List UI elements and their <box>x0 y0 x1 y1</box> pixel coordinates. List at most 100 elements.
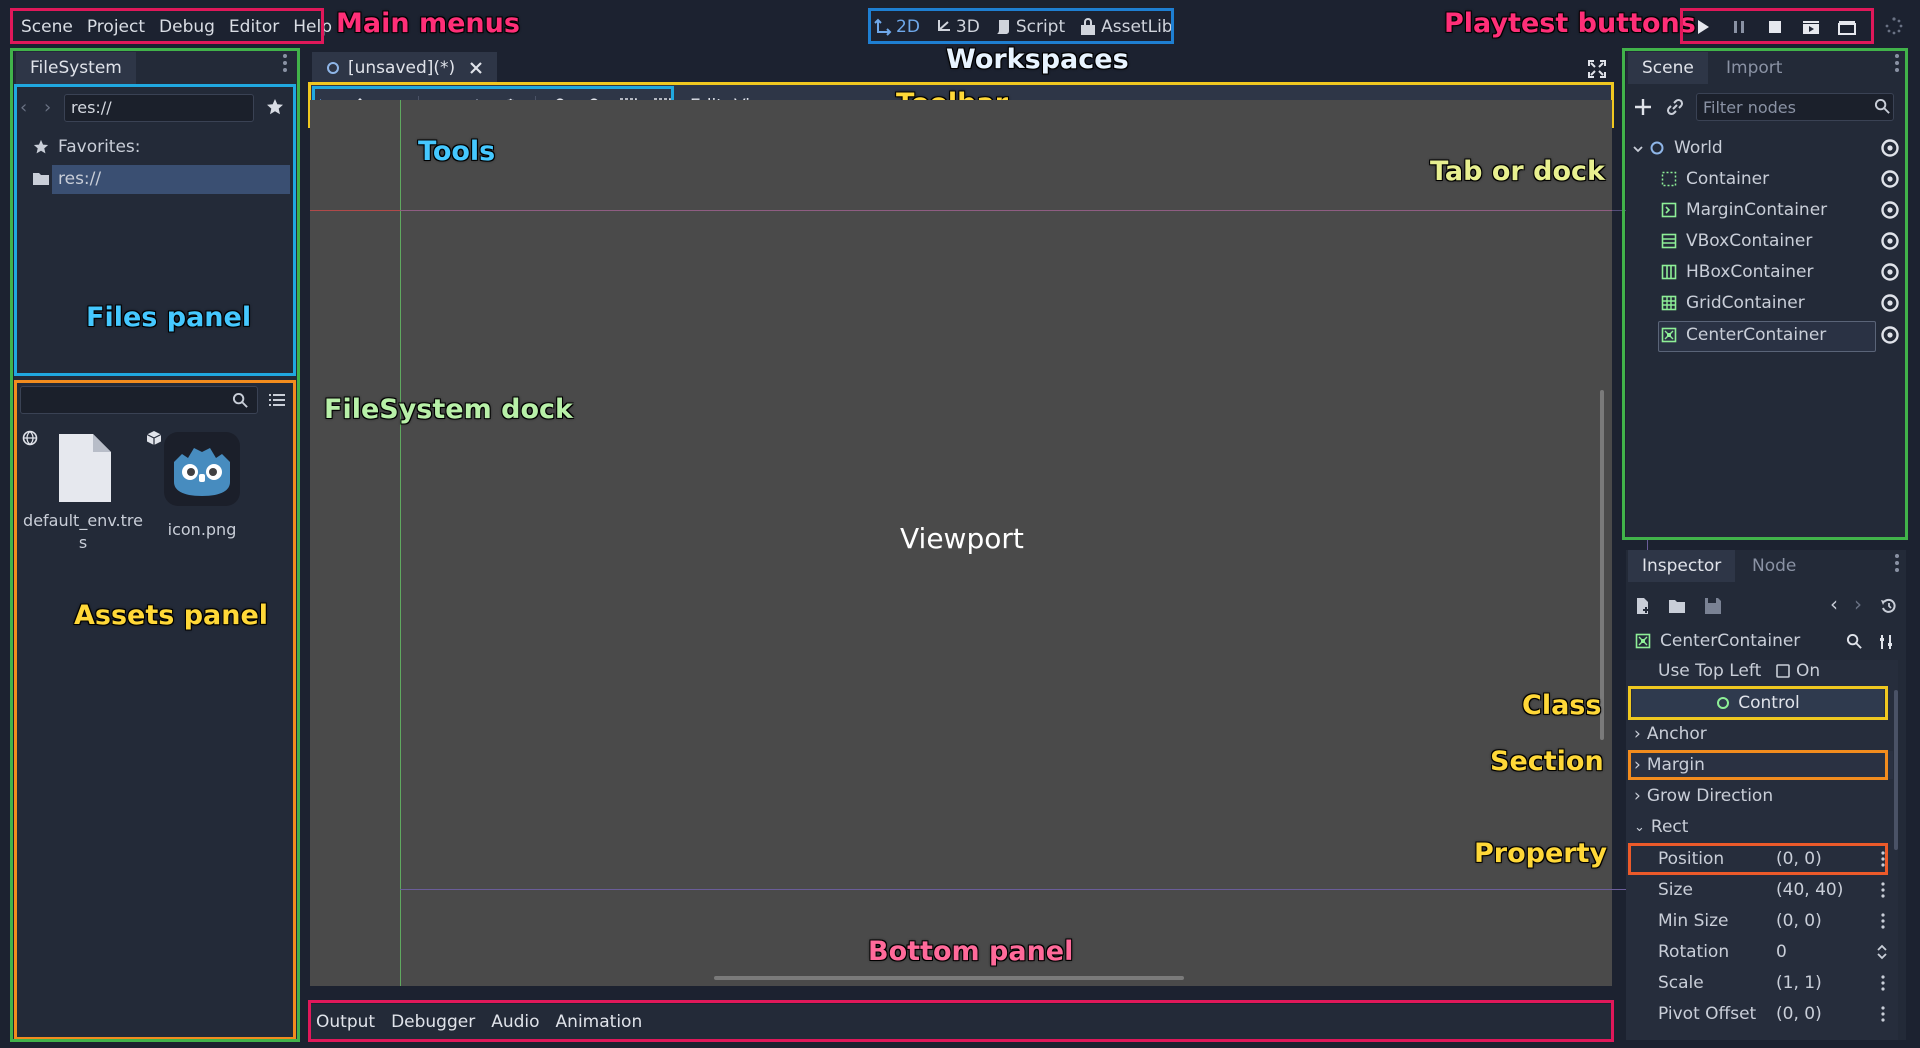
play-scene-button[interactable] <box>1800 16 1822 38</box>
screen-bounds-top <box>400 210 1648 211</box>
collapse-arrow-icon[interactable] <box>1632 143 1644 155</box>
visibility-eye-icon[interactable] <box>1880 325 1900 345</box>
property-menu-kebab-icon[interactable] <box>1880 881 1886 899</box>
history-back-icon[interactable]: ‹ <box>1830 592 1838 616</box>
menu-scene[interactable]: Scene <box>21 17 73 37</box>
property-menu-kebab-icon[interactable] <box>1880 1005 1886 1023</box>
workspace-assetlib-button[interactable]: AssetLib <box>1079 17 1173 37</box>
assets-filter-input[interactable] <box>20 386 258 414</box>
res-root-row[interactable]: res:// <box>32 165 101 193</box>
workspace-2d-button[interactable]: 2D <box>874 17 920 37</box>
tools-icon[interactable] <box>1878 633 1896 651</box>
tree-node-vboxcontainer[interactable]: VBoxContainer <box>1660 227 1812 255</box>
save-icon[interactable] <box>1704 597 1722 615</box>
property-menu-kebab-icon[interactable] <box>1880 850 1886 868</box>
visibility-eye-icon[interactable] <box>1880 138 1900 158</box>
play-button[interactable] <box>1692 16 1714 38</box>
inspector-scrollbar[interactable] <box>1894 690 1898 850</box>
property-position[interactable]: Position (0, 0) <box>1628 845 1893 873</box>
property-rotation[interactable]: Rotation 0 <box>1628 938 1893 966</box>
section-anchor[interactable]: › Anchor <box>1628 720 1893 748</box>
file-item-default-env[interactable]: default_env.tre s <box>23 430 143 570</box>
horizontal-scrollbar[interactable] <box>714 976 1184 980</box>
tree-node-centercontainer[interactable]: CenterContainer <box>1660 321 1826 349</box>
use-top-left-checkbox[interactable]: On <box>1768 661 1893 681</box>
play-custom-scene-button[interactable] <box>1836 16 1858 38</box>
forward-arrow-icon[interactable]: › <box>44 97 52 118</box>
stop-button[interactable] <box>1764 16 1786 38</box>
section-grow-direction[interactable]: › Grow Direction <box>1628 782 1893 810</box>
list-view-icon[interactable] <box>268 392 286 408</box>
tree-node-margincontainer[interactable]: MarginContainer <box>1660 196 1827 224</box>
tab-import[interactable]: Import <box>1726 58 1783 78</box>
file-item-icon-png[interactable]: icon.png <box>152 430 252 550</box>
close-icon[interactable] <box>469 61 483 75</box>
property-rotation-value[interactable]: 0 <box>1776 942 1787 962</box>
favorites-row[interactable]: Favorites: <box>32 133 141 161</box>
search-icon[interactable] <box>1846 633 1863 650</box>
property-min-size-value[interactable]: (0, 0) <box>1776 911 1822 931</box>
property-pivot-offset[interactable]: Pivot Offset (0, 0) <box>1628 1000 1893 1028</box>
new-resource-icon[interactable] <box>1634 597 1652 615</box>
history-forward-icon[interactable]: › <box>1854 592 1862 616</box>
property-size[interactable]: Size (40, 40) <box>1628 876 1893 904</box>
menu-debug[interactable]: Debug <box>159 17 215 37</box>
tab-scene[interactable]: Scene <box>1628 52 1708 84</box>
distraction-free-icon[interactable] <box>1588 60 1606 78</box>
vertical-scrollbar[interactable] <box>1600 390 1604 740</box>
menu-editor[interactable]: Editor <box>228 17 280 37</box>
tab-filesystem[interactable]: FileSystem <box>16 52 136 84</box>
favorite-star-icon[interactable] <box>266 98 284 116</box>
filter-nodes-input[interactable] <box>1696 93 1894 121</box>
playtest-buttons <box>1692 12 1858 42</box>
section-margin[interactable]: › Margin <box>1628 751 1893 779</box>
dock-menu-kebab-icon[interactable] <box>1894 552 1900 574</box>
tab-audio[interactable]: Audio <box>491 1012 540 1032</box>
property-scale[interactable]: Scale (1, 1) <box>1628 969 1893 997</box>
tree-node-hboxcontainer[interactable]: HBoxContainer <box>1660 258 1813 286</box>
visibility-eye-icon[interactable] <box>1880 200 1900 220</box>
property-min-size-label: Min Size <box>1658 911 1729 931</box>
tree-node-margincontainer-label: MarginContainer <box>1686 200 1828 220</box>
class-header-control[interactable]: Control <box>1632 688 1884 718</box>
visibility-eye-icon[interactable] <box>1880 231 1900 251</box>
workspace-script-button[interactable]: Script <box>994 17 1065 37</box>
viewport[interactable]: Viewport <box>310 100 1648 986</box>
section-rect[interactable]: ⌄ Rect <box>1628 813 1893 841</box>
link-icon[interactable] <box>1666 98 1684 116</box>
property-min-size[interactable]: Min Size (0, 0) <box>1628 907 1893 935</box>
object-history-icon[interactable] <box>1880 597 1898 615</box>
tab-node[interactable]: Node <box>1752 556 1797 576</box>
add-node-icon[interactable] <box>1634 98 1652 116</box>
property-scale-value[interactable]: (1, 1) <box>1776 973 1822 993</box>
pause-button[interactable] <box>1728 16 1750 38</box>
spin-updown-icon[interactable] <box>1876 943 1888 961</box>
tab-debugger[interactable]: Debugger <box>391 1012 476 1032</box>
dock-menu-kebab-icon[interactable] <box>1894 52 1900 74</box>
property-menu-kebab-icon[interactable] <box>1880 912 1886 930</box>
folder-icon <box>32 170 50 188</box>
tree-node-world[interactable]: World <box>1648 134 1723 162</box>
tab-inspector[interactable]: Inspector <box>1628 550 1736 582</box>
menu-help[interactable]: Help <box>293 17 332 37</box>
visibility-eye-icon[interactable] <box>1880 169 1900 189</box>
tree-node-gridcontainer[interactable]: GridContainer <box>1660 289 1805 317</box>
tab-animation[interactable]: Animation <box>555 1012 643 1032</box>
property-pivot-offset-value[interactable]: (0, 0) <box>1776 1004 1822 1024</box>
menu-project[interactable]: Project <box>86 17 146 37</box>
dock-menu-kebab-icon[interactable] <box>282 52 288 74</box>
visibility-eye-icon[interactable] <box>1880 293 1900 313</box>
visibility-eye-icon[interactable] <box>1880 262 1900 282</box>
tab-unsaved-scene[interactable]: [unsaved](*) <box>312 52 498 84</box>
property-size-value[interactable]: (40, 40) <box>1776 880 1844 900</box>
property-menu-kebab-icon[interactable] <box>1880 974 1886 992</box>
tab-output[interactable]: Output <box>316 1012 376 1032</box>
workspace-3d-button[interactable]: 3D <box>934 17 980 37</box>
margin-container-icon <box>1660 201 1678 219</box>
back-arrow-icon[interactable]: ‹ <box>20 97 28 118</box>
viewport-label: Viewport <box>900 522 1024 555</box>
path-field[interactable]: res:// <box>64 94 254 122</box>
open-folder-icon[interactable] <box>1668 597 1688 615</box>
property-position-value[interactable]: (0, 0) <box>1776 849 1822 869</box>
tree-node-container[interactable]: Container <box>1660 165 1769 193</box>
